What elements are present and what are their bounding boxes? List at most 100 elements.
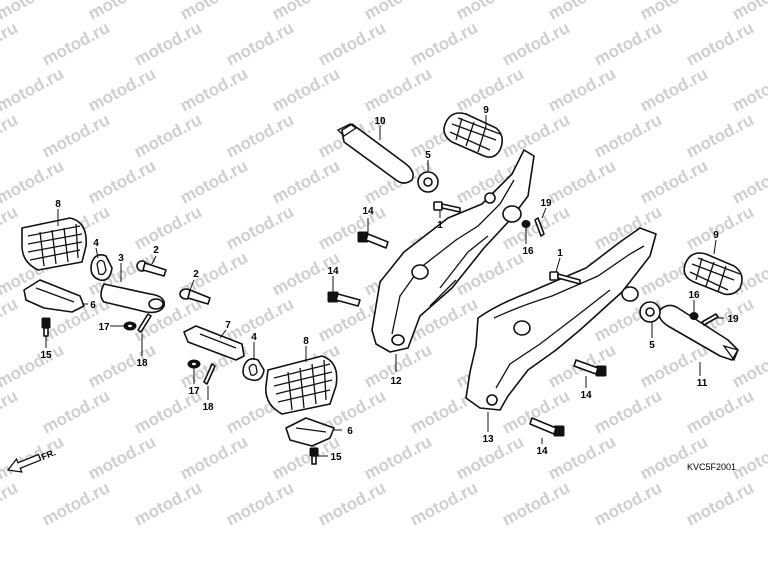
watermark-text: motod.ru: [177, 156, 251, 207]
watermark-text: motod.ru: [591, 110, 665, 161]
callout-5: 5: [425, 150, 431, 161]
watermark-text: motod.ru: [361, 0, 435, 24]
bolt-1-upper: [433, 201, 461, 213]
watermark-text: motod.ru: [729, 156, 768, 207]
footpeg-bracket-13: [465, 227, 657, 411]
cotter-pin-18-lower: [203, 363, 216, 385]
washer-17-upper: [123, 321, 137, 331]
pin-2-upper: [136, 260, 167, 277]
watermark-text: motod.ru: [0, 478, 21, 529]
callout-6: 6: [90, 300, 96, 311]
bolt-14-c: [573, 359, 607, 377]
callout-2: 2: [193, 269, 199, 280]
watermark-text: motod.ru: [637, 156, 711, 207]
footpeg-arm-7: [183, 325, 245, 361]
watermark-text: motod.ru: [131, 478, 205, 529]
watermark-text: motod.ru: [591, 18, 665, 69]
watermark-text: motod.ru: [39, 110, 113, 161]
watermark-text: motod.ru: [407, 18, 481, 69]
footpeg-rubber-9-lower: [683, 252, 743, 296]
nut-16-upper: [521, 220, 531, 228]
footpeg-10: [336, 123, 414, 184]
watermark-text: motod.ru: [591, 386, 665, 437]
watermark-text: motod.ru: [683, 18, 757, 69]
front-arrow-icon: [6, 453, 42, 473]
watermark-text: motod.ru: [729, 64, 768, 115]
watermark-text: motod.ru: [545, 156, 619, 207]
callout-9: 9: [483, 105, 489, 116]
watermark-text: motod.ru: [545, 0, 619, 24]
watermark-text: motod.ru: [361, 64, 435, 115]
watermark-text: motod.ru: [85, 64, 159, 115]
callout-3: 3: [118, 253, 124, 264]
bolt-14-d: [529, 417, 565, 437]
watermark-text: motod.ru: [545, 432, 619, 483]
callout-5: 5: [649, 340, 655, 351]
watermark-text: motod.ru: [499, 478, 573, 529]
watermark-text: motod.ru: [223, 110, 297, 161]
callout-2: 2: [153, 245, 159, 256]
callout-7: 7: [225, 320, 231, 331]
watermark-text: motod.ru: [499, 110, 573, 161]
watermark-text: motod.ru: [223, 478, 297, 529]
footpeg-arm-3: [100, 283, 166, 314]
callout-18: 18: [202, 402, 214, 413]
diagram-code: KVC5F2001: [687, 462, 736, 472]
pin-19-upper: [534, 217, 545, 237]
watermark-text: motod.ru: [729, 432, 768, 483]
watermark-text: motod.ru: [683, 386, 757, 437]
watermark-text: motod.ru: [223, 18, 297, 69]
watermark-text: motod.ru: [0, 110, 21, 161]
watermark-text: motod.ru: [361, 432, 435, 483]
watermark-text: motod.ru: [269, 64, 343, 115]
callout-4: 4: [93, 238, 99, 249]
callout-15: 15: [330, 452, 342, 463]
callout-19: 19: [727, 314, 739, 325]
watermark-text: motod.ru: [0, 202, 21, 253]
callout-8: 8: [55, 199, 61, 210]
footpeg-bracket-12: [371, 149, 535, 353]
watermark-text: motod.ru: [407, 478, 481, 529]
watermark-text: motod.ru: [269, 0, 343, 24]
watermark-text: motod.ru: [683, 478, 757, 529]
watermark-text: motod.ru: [0, 294, 21, 345]
callout-labels: 8 4 6 15 3 2 2 17 18 7 4 17 18 8 6 15 10…: [40, 105, 739, 463]
watermark-text: motod.ru: [0, 340, 67, 391]
cotter-pin-18-upper: [137, 313, 152, 333]
watermark-text: motod.ru: [683, 110, 757, 161]
watermark-text: motod.ru: [85, 340, 159, 391]
watermark-text: motod.ru: [315, 18, 389, 69]
callout-12: 12: [390, 376, 402, 387]
callout-11: 11: [697, 378, 708, 389]
callout-14: 14: [327, 266, 339, 277]
callout-4: 4: [251, 332, 257, 343]
callout-8: 8: [303, 336, 309, 347]
watermark-text: motod.ru: [315, 202, 389, 253]
watermark-text: motod.ru: [85, 156, 159, 207]
callout-1: 1: [557, 248, 563, 259]
leader-lines: [45, 115, 724, 457]
callout-17: 17: [98, 322, 110, 333]
nut-16-lower: [689, 312, 699, 320]
watermark-text: motod.ru: [85, 432, 159, 483]
watermark-text: motod.ru: [637, 432, 711, 483]
watermark-text: motod.ru: [637, 64, 711, 115]
watermark-text: motod.ru: [39, 478, 113, 529]
pin-2-lower: [179, 288, 211, 305]
bolt-14-b: [327, 291, 361, 307]
footpeg-rubber-left-rear: [265, 355, 338, 415]
bolt-15-left-rear: [309, 447, 319, 465]
washer-left-lower: [242, 358, 265, 382]
front-direction-indicator: FR.: [6, 447, 57, 473]
callout-14: 14: [536, 446, 548, 457]
callout-9: 9: [713, 230, 719, 241]
footpeg-holder-left-front: [23, 279, 85, 313]
watermark-text: motod.ru: [131, 18, 205, 69]
footpeg-rubber-9-upper: [443, 112, 504, 158]
watermark-text: motod.ru: [177, 432, 251, 483]
watermark-text: motod.ru: [637, 0, 711, 24]
watermark-text: motod.ru: [315, 478, 389, 529]
callout-18: 18: [136, 358, 148, 369]
